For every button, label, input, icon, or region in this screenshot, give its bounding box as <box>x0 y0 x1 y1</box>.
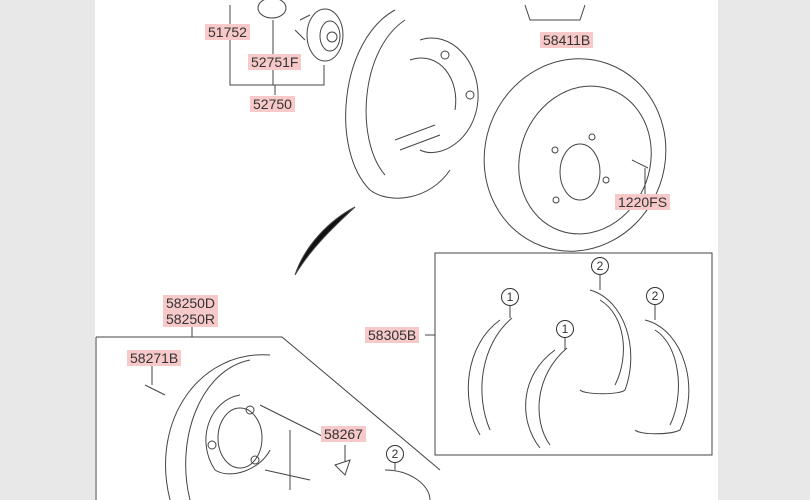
part-label-51752[interactable]: 51752 <box>205 24 250 40</box>
callout-1: 1 <box>501 288 519 306</box>
callout-2: 2 <box>591 257 609 275</box>
hub-bearing <box>257 0 344 62</box>
part-label-52750[interactable]: 52750 <box>250 96 295 112</box>
direction-arrow <box>294 206 356 276</box>
backing-plate-lower <box>144 354 431 500</box>
callout-1: 1 <box>556 320 574 338</box>
shoe-kit-box <box>434 252 713 456</box>
brake-shoes <box>467 275 690 449</box>
part-label-58305B[interactable]: 58305B <box>365 327 420 343</box>
part-label-58411B[interactable]: 58411B <box>540 32 594 48</box>
callout-2: 2 <box>646 287 664 305</box>
callout-2: 2 <box>386 445 404 463</box>
part-label-58250R[interactable]: 58250R <box>163 311 219 327</box>
hub-leaders <box>229 5 325 95</box>
part-label-52751F[interactable]: 52751F <box>248 54 302 70</box>
part-label-58250D[interactable]: 58250D <box>163 295 219 311</box>
brake-rotor <box>483 4 667 252</box>
part-label-58267[interactable]: 58267 <box>321 426 366 442</box>
backing-plate-top <box>345 9 479 199</box>
right-margin <box>718 0 810 500</box>
left-margin <box>0 0 95 500</box>
part-label-58271B[interactable]: 58271B <box>127 350 182 366</box>
lower-group-outline <box>96 327 441 471</box>
part-label-1220FS[interactable]: 1220FS <box>615 194 671 210</box>
